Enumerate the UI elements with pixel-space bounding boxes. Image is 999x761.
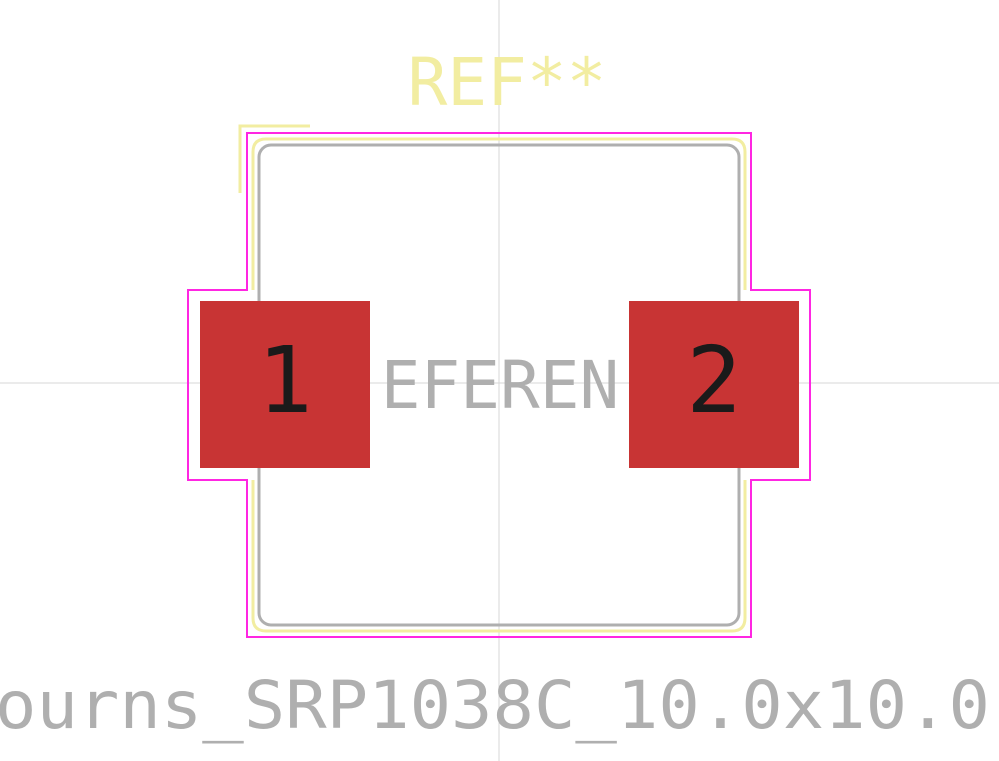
- silkscreen-outline: [251, 137, 747, 633]
- pad-2[interactable]: [629, 301, 799, 468]
- footprint-name-label: ourns_SRP1038C_10.0x10.0: [0, 667, 990, 744]
- reference-label: REF**: [408, 44, 607, 121]
- pad-2-number: 2: [686, 327, 741, 434]
- pad-1[interactable]: [200, 301, 370, 468]
- courtyard-outline: [187, 132, 811, 638]
- pad-1-number: 1: [257, 327, 312, 434]
- value-center-label: EFEREN: [381, 347, 619, 424]
- pin1-marker: [238, 124, 310, 193]
